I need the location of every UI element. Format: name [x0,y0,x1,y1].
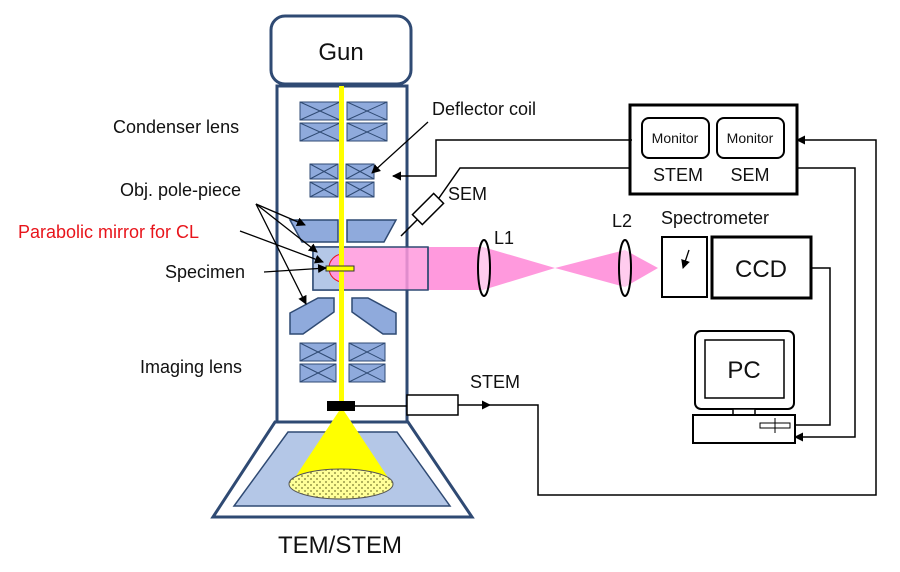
obj-pole-piece-label: Obj. pole-piece [120,180,241,200]
parabolic-mirror-label: Parabolic mirror for CL [18,222,199,242]
monitor-right-label: Monitor [727,130,774,146]
lens-l2-label: L2 [612,211,632,231]
lower-pole-piece-left [289,297,335,335]
monitor-icon [641,117,710,159]
stem-detector-icon [327,401,355,411]
sem-detector-icon [411,192,445,226]
lens-l1-label: L1 [494,228,514,248]
gun-box [269,14,413,86]
gun-label: Gun [318,39,363,66]
monitor-right-caption: SEM [730,165,769,185]
specimen-label: Specimen [165,262,245,282]
specimen-icon [325,265,355,272]
desktop-computer-icon [692,330,796,444]
lens-l2-icon [618,239,632,297]
stem-detector-label: STEM [470,372,520,392]
ccd-label: CCD [735,256,787,283]
deflector-coil-label: Deflector coil [432,99,536,119]
deflector-coil-icon [309,163,375,198]
condenser-lens-label: Condenser lens [113,117,239,137]
leader-lines [239,121,429,305]
imaging-lens-coils [299,342,386,383]
beam-cone [290,411,393,485]
imaging-lens-label: Imaging lens [140,357,242,377]
stem-amplifier-box [406,394,459,416]
lower-pole-piece-right [351,297,397,335]
monitor-left-caption: STEM [653,165,703,185]
electron-beam [339,86,344,402]
cable-routes [392,135,877,496]
upper-pole-piece-right [346,219,398,243]
monitor-icon [716,117,785,159]
cl-light-path [343,247,658,290]
ccd-box [710,235,813,300]
tem-stem-label: TEM/STEM [278,532,402,559]
sem-detector-label: SEM [448,184,487,204]
spectrometer-label: Spectrometer [661,208,769,228]
monitor-left-label: Monitor [652,130,699,146]
lens-l1-icon [477,239,491,297]
spectrometer-box [661,236,708,298]
condenser-lens-coils [299,101,388,142]
pc-label: PC [727,357,760,384]
screen-spot [288,468,394,500]
